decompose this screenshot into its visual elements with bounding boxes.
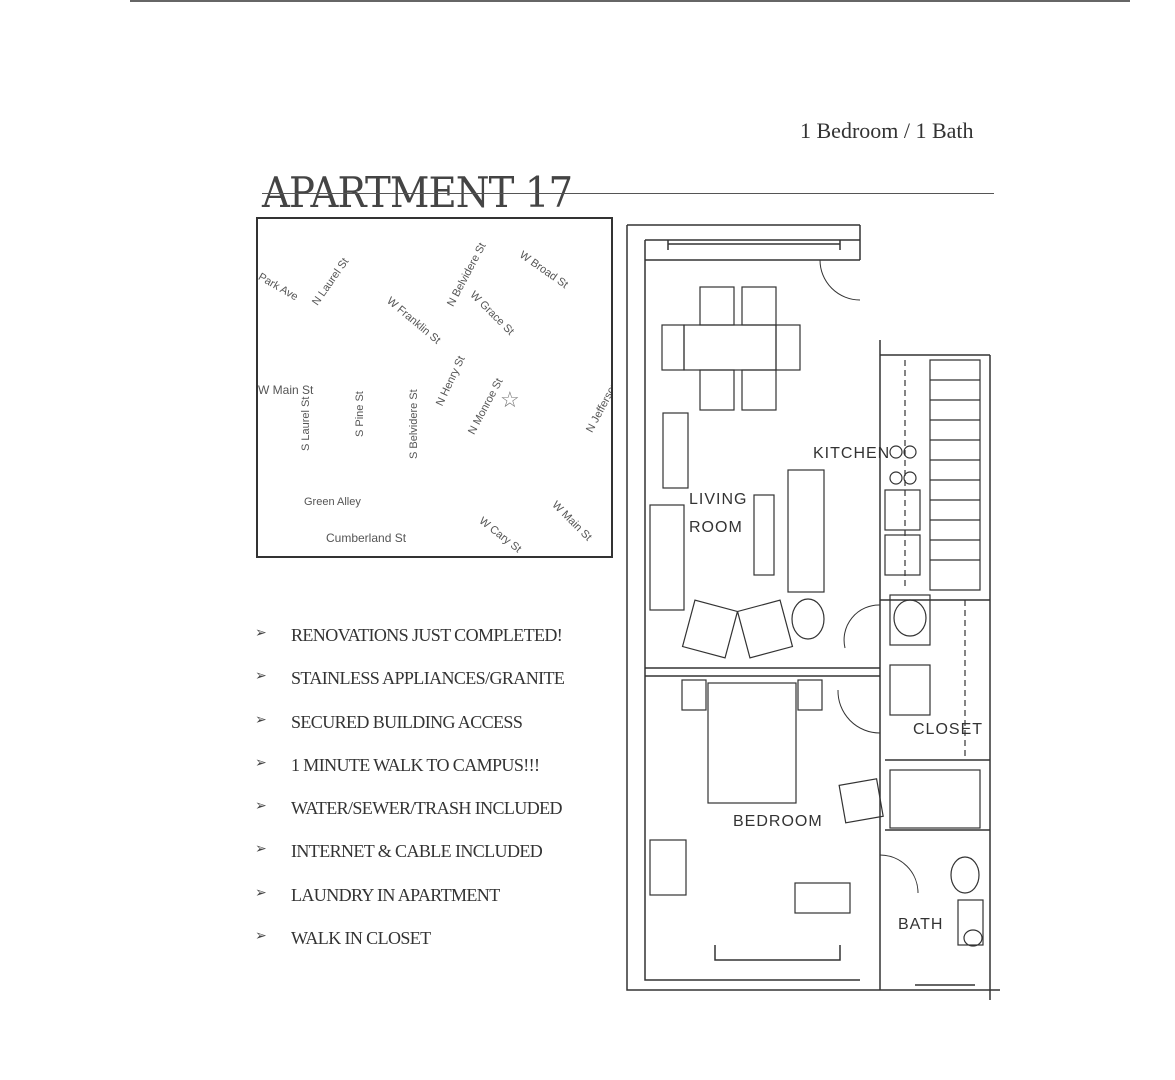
door-swings bbox=[819, 259, 919, 894]
feature-item: ➢SECURED BUILDING ACCESS bbox=[255, 711, 523, 732]
arrow-bullet-icon: ➢ bbox=[255, 712, 267, 728]
room-label-bath: BATH bbox=[898, 916, 944, 933]
feature-item: ➢1 MINUTE WALK TO CAMPUS!!! bbox=[255, 754, 540, 775]
arrow-bullet-icon: ➢ bbox=[255, 755, 267, 771]
feature-list: ➢RENOVATIONS JUST COMPLETED! ➢STAINLESS … bbox=[255, 625, 565, 971]
arrow-bullet-icon: ➢ bbox=[255, 799, 267, 815]
feature-item: ➢WATER/SEWER/TRASH INCLUDED bbox=[255, 798, 562, 819]
feature-item: ➢STAINLESS APPLIANCES/GRANITE bbox=[255, 668, 565, 689]
unit-type: 1 Bedroom / 1 Bath bbox=[800, 118, 974, 143]
map-street-label: W Main St bbox=[258, 383, 314, 397]
feature-item: ➢RENOVATIONS JUST COMPLETED! bbox=[255, 625, 563, 645]
room-label-living-room: LIVING ROOM bbox=[689, 491, 748, 536]
arrow-bullet-icon: ➢ bbox=[255, 626, 267, 641]
feature-item: ➢INTERNET & CABLE INCLUDED bbox=[255, 841, 543, 862]
furniture bbox=[649, 286, 984, 947]
title-divider bbox=[262, 193, 994, 194]
map-street-label: Cumberland St bbox=[326, 531, 407, 545]
location-map: Park Ave N Laurel St W Franklin St N Bel… bbox=[256, 217, 613, 558]
room-label-closet: CLOSET bbox=[913, 721, 984, 738]
arrow-bullet-icon: ➢ bbox=[255, 929, 267, 945]
room-label-bedroom: BEDROOM bbox=[733, 813, 823, 830]
feature-item: ➢LAUNDRY IN APARTMENT bbox=[255, 884, 500, 905]
room-label-kitchen: KITCHEN bbox=[813, 445, 891, 462]
scan-edge-line bbox=[130, 0, 1130, 2]
feature-item: ➢WALK IN CLOSET bbox=[255, 928, 431, 949]
map-street-label: Green Alley bbox=[304, 496, 361, 508]
arrow-bullet-icon: ➢ bbox=[255, 885, 267, 901]
page-title: APARTMENT 17 bbox=[262, 168, 573, 218]
arrow-bullet-icon: ➢ bbox=[255, 669, 267, 685]
star-icon: ☆ bbox=[500, 387, 520, 412]
arrow-bullet-icon: ➢ bbox=[255, 842, 267, 858]
walls bbox=[626, 224, 1000, 1000]
